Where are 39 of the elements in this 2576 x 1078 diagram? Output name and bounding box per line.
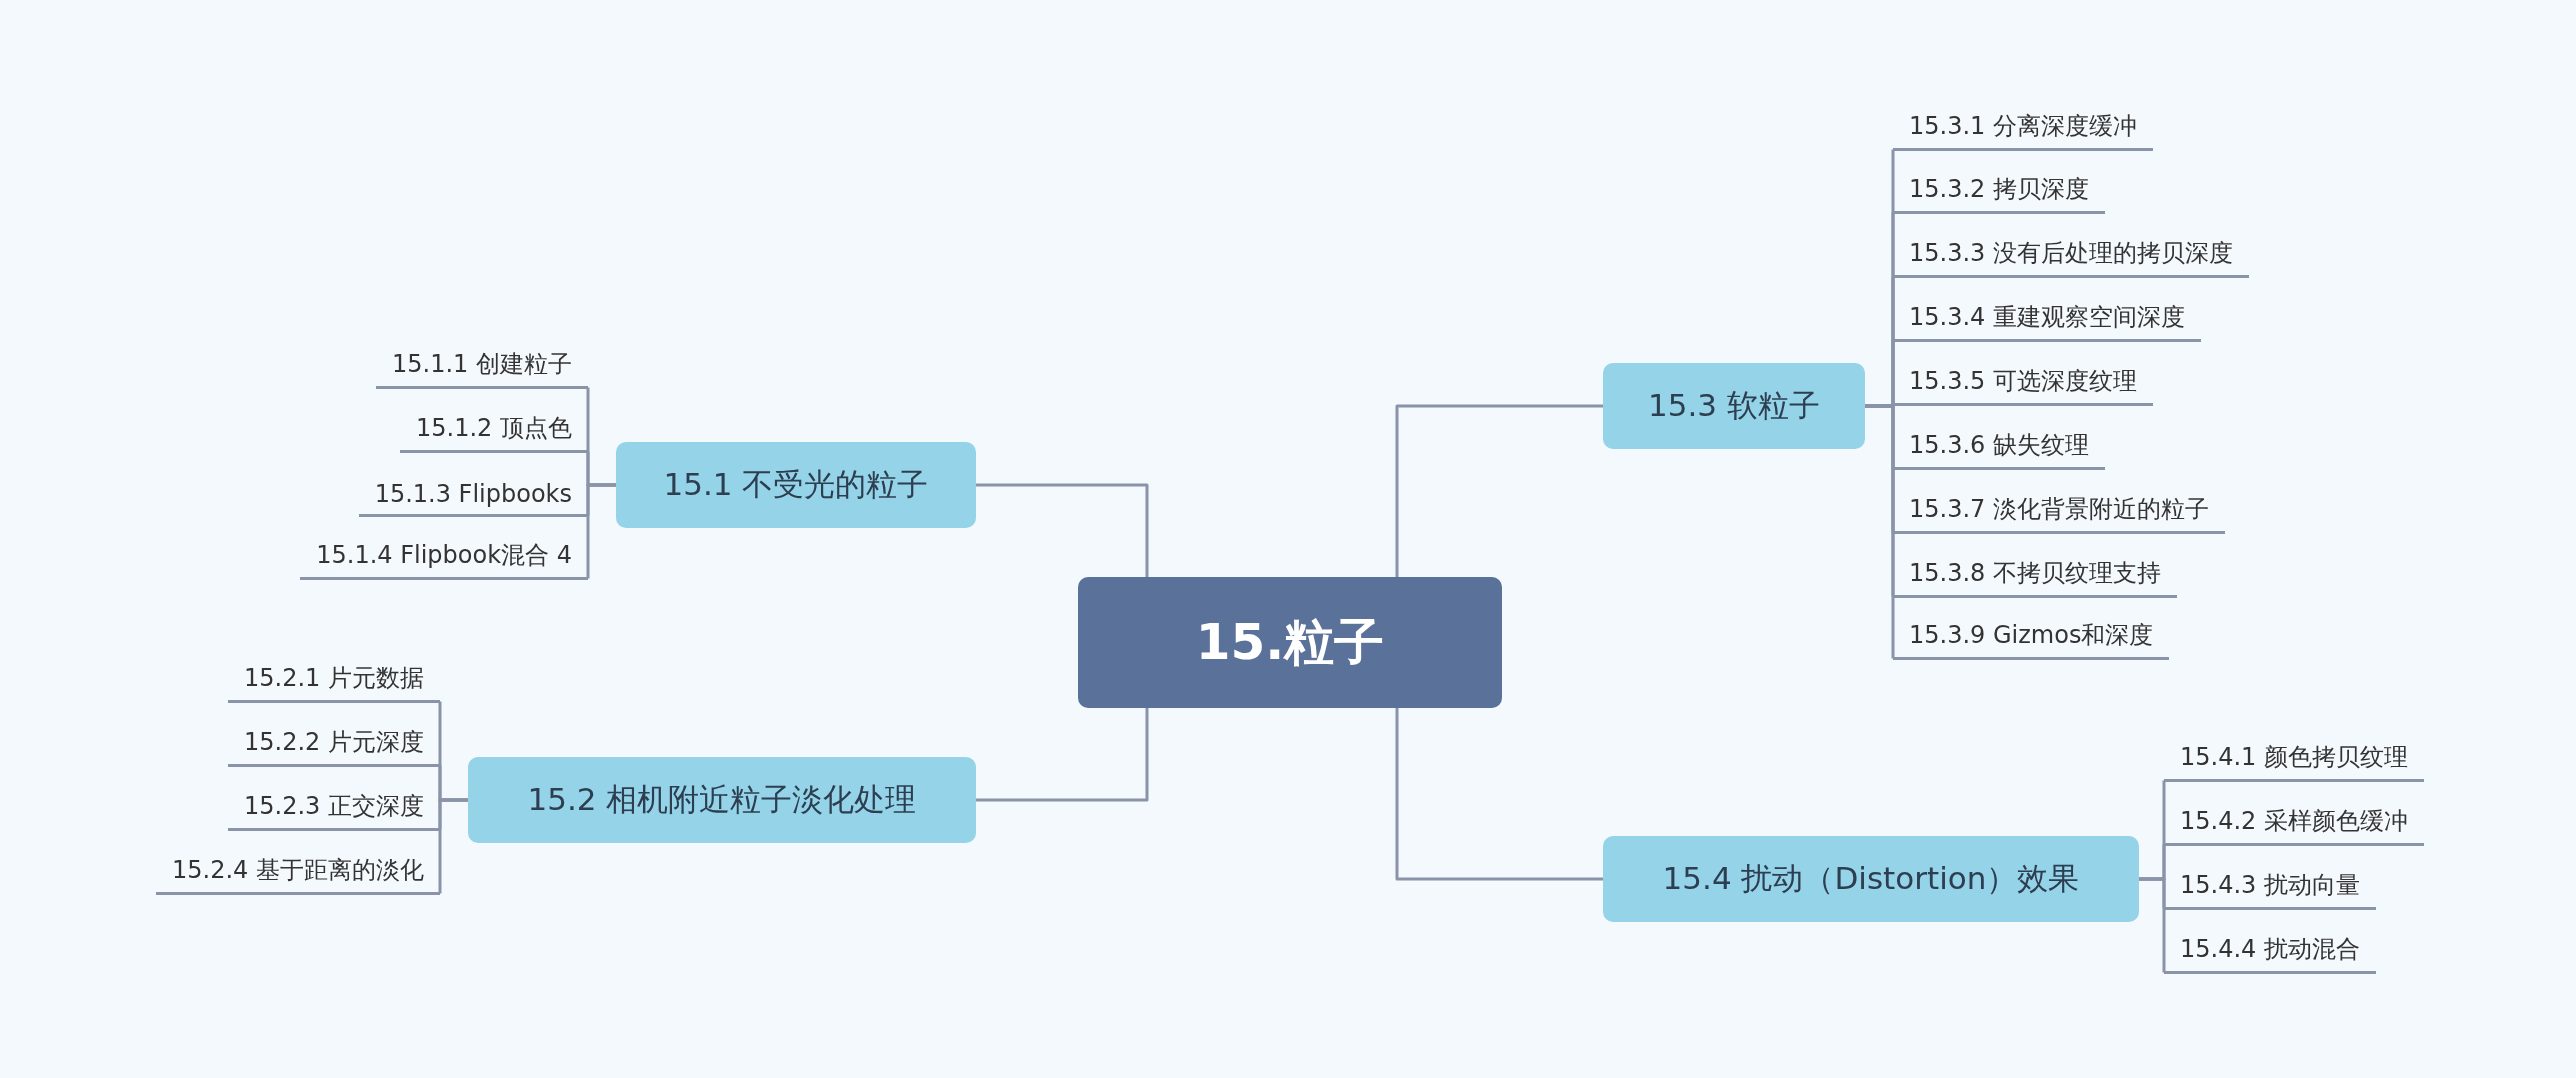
topic-text: 15.3 软粒子 — [1648, 386, 1820, 425]
subtopic-text: 15.3.9 Gizmos和深度 — [1909, 620, 2154, 651]
subtopic-text: 15.2.3 正交深度 — [244, 791, 424, 822]
connector-line — [1395, 404, 1603, 577]
subtopic-text: 15.4.2 采样颜色缓冲 — [2180, 806, 2408, 837]
subtopic-text: 15.3.3 没有后处理的拷贝深度 — [1909, 238, 2233, 269]
connector-line — [976, 483, 1149, 577]
subtopic-text: 15.4.4 扰动混合 — [2180, 934, 2360, 965]
subtopic-text: 15.3.7 淡化背景附近的粒子 — [1909, 494, 2209, 525]
connector-line — [586, 483, 616, 579]
topic-text: 15.4 扰动（Distortion）效果 — [1662, 859, 2080, 898]
subtopic-text: 15.2.2 片元深度 — [244, 727, 424, 758]
subtopic-text: 15.3.5 可选深度纹理 — [1909, 366, 2137, 397]
topic-box — [468, 757, 976, 843]
topic-text: 15.粒子 — [1195, 612, 1385, 673]
topic-box — [1603, 836, 2139, 922]
subtopic-text: 15.1.3 Flipbooks — [374, 480, 572, 508]
subtopic-text: 15.4.3 扰动向量 — [2180, 870, 2360, 901]
connector-line — [976, 708, 1149, 802]
subtopic-text: 15.1.2 顶点色 — [416, 413, 572, 444]
central-topic-box — [1078, 577, 1502, 708]
subtopic-text: 15.3.4 重建观察空间深度 — [1909, 302, 2185, 333]
connector-line — [1865, 404, 1895, 659]
subtopic-text: 15.1.4 Flipbook混合 4 — [316, 540, 572, 571]
subtopic-text: 15.2.4 基于距离的淡化 — [172, 855, 424, 886]
subtopic-text: 15.3.8 不拷贝纹理支持 — [1909, 558, 2161, 589]
connector-line — [1395, 708, 1603, 881]
topic-box — [1603, 363, 1865, 449]
subtopic-text: 15.3.6 缺失纹理 — [1909, 430, 2089, 461]
topic-box — [616, 442, 976, 528]
subtopic-text: 15.1.1 创建粒子 — [392, 349, 572, 380]
connector-line — [2139, 877, 2166, 973]
subtopic-text: 15.2.1 片元数据 — [244, 663, 424, 694]
subtopic-text: 15.3.2 拷贝深度 — [1909, 174, 2089, 205]
subtopic-text: 15.4.1 颜色拷贝纹理 — [2180, 742, 2408, 773]
topic-text: 15.2 相机附近粒子淡化处理 — [527, 780, 917, 819]
topic-text: 15.1 不受光的粒子 — [663, 465, 929, 504]
connector-line — [438, 798, 468, 894]
subtopic-text: 15.3.1 分离深度缓冲 — [1909, 111, 2137, 142]
